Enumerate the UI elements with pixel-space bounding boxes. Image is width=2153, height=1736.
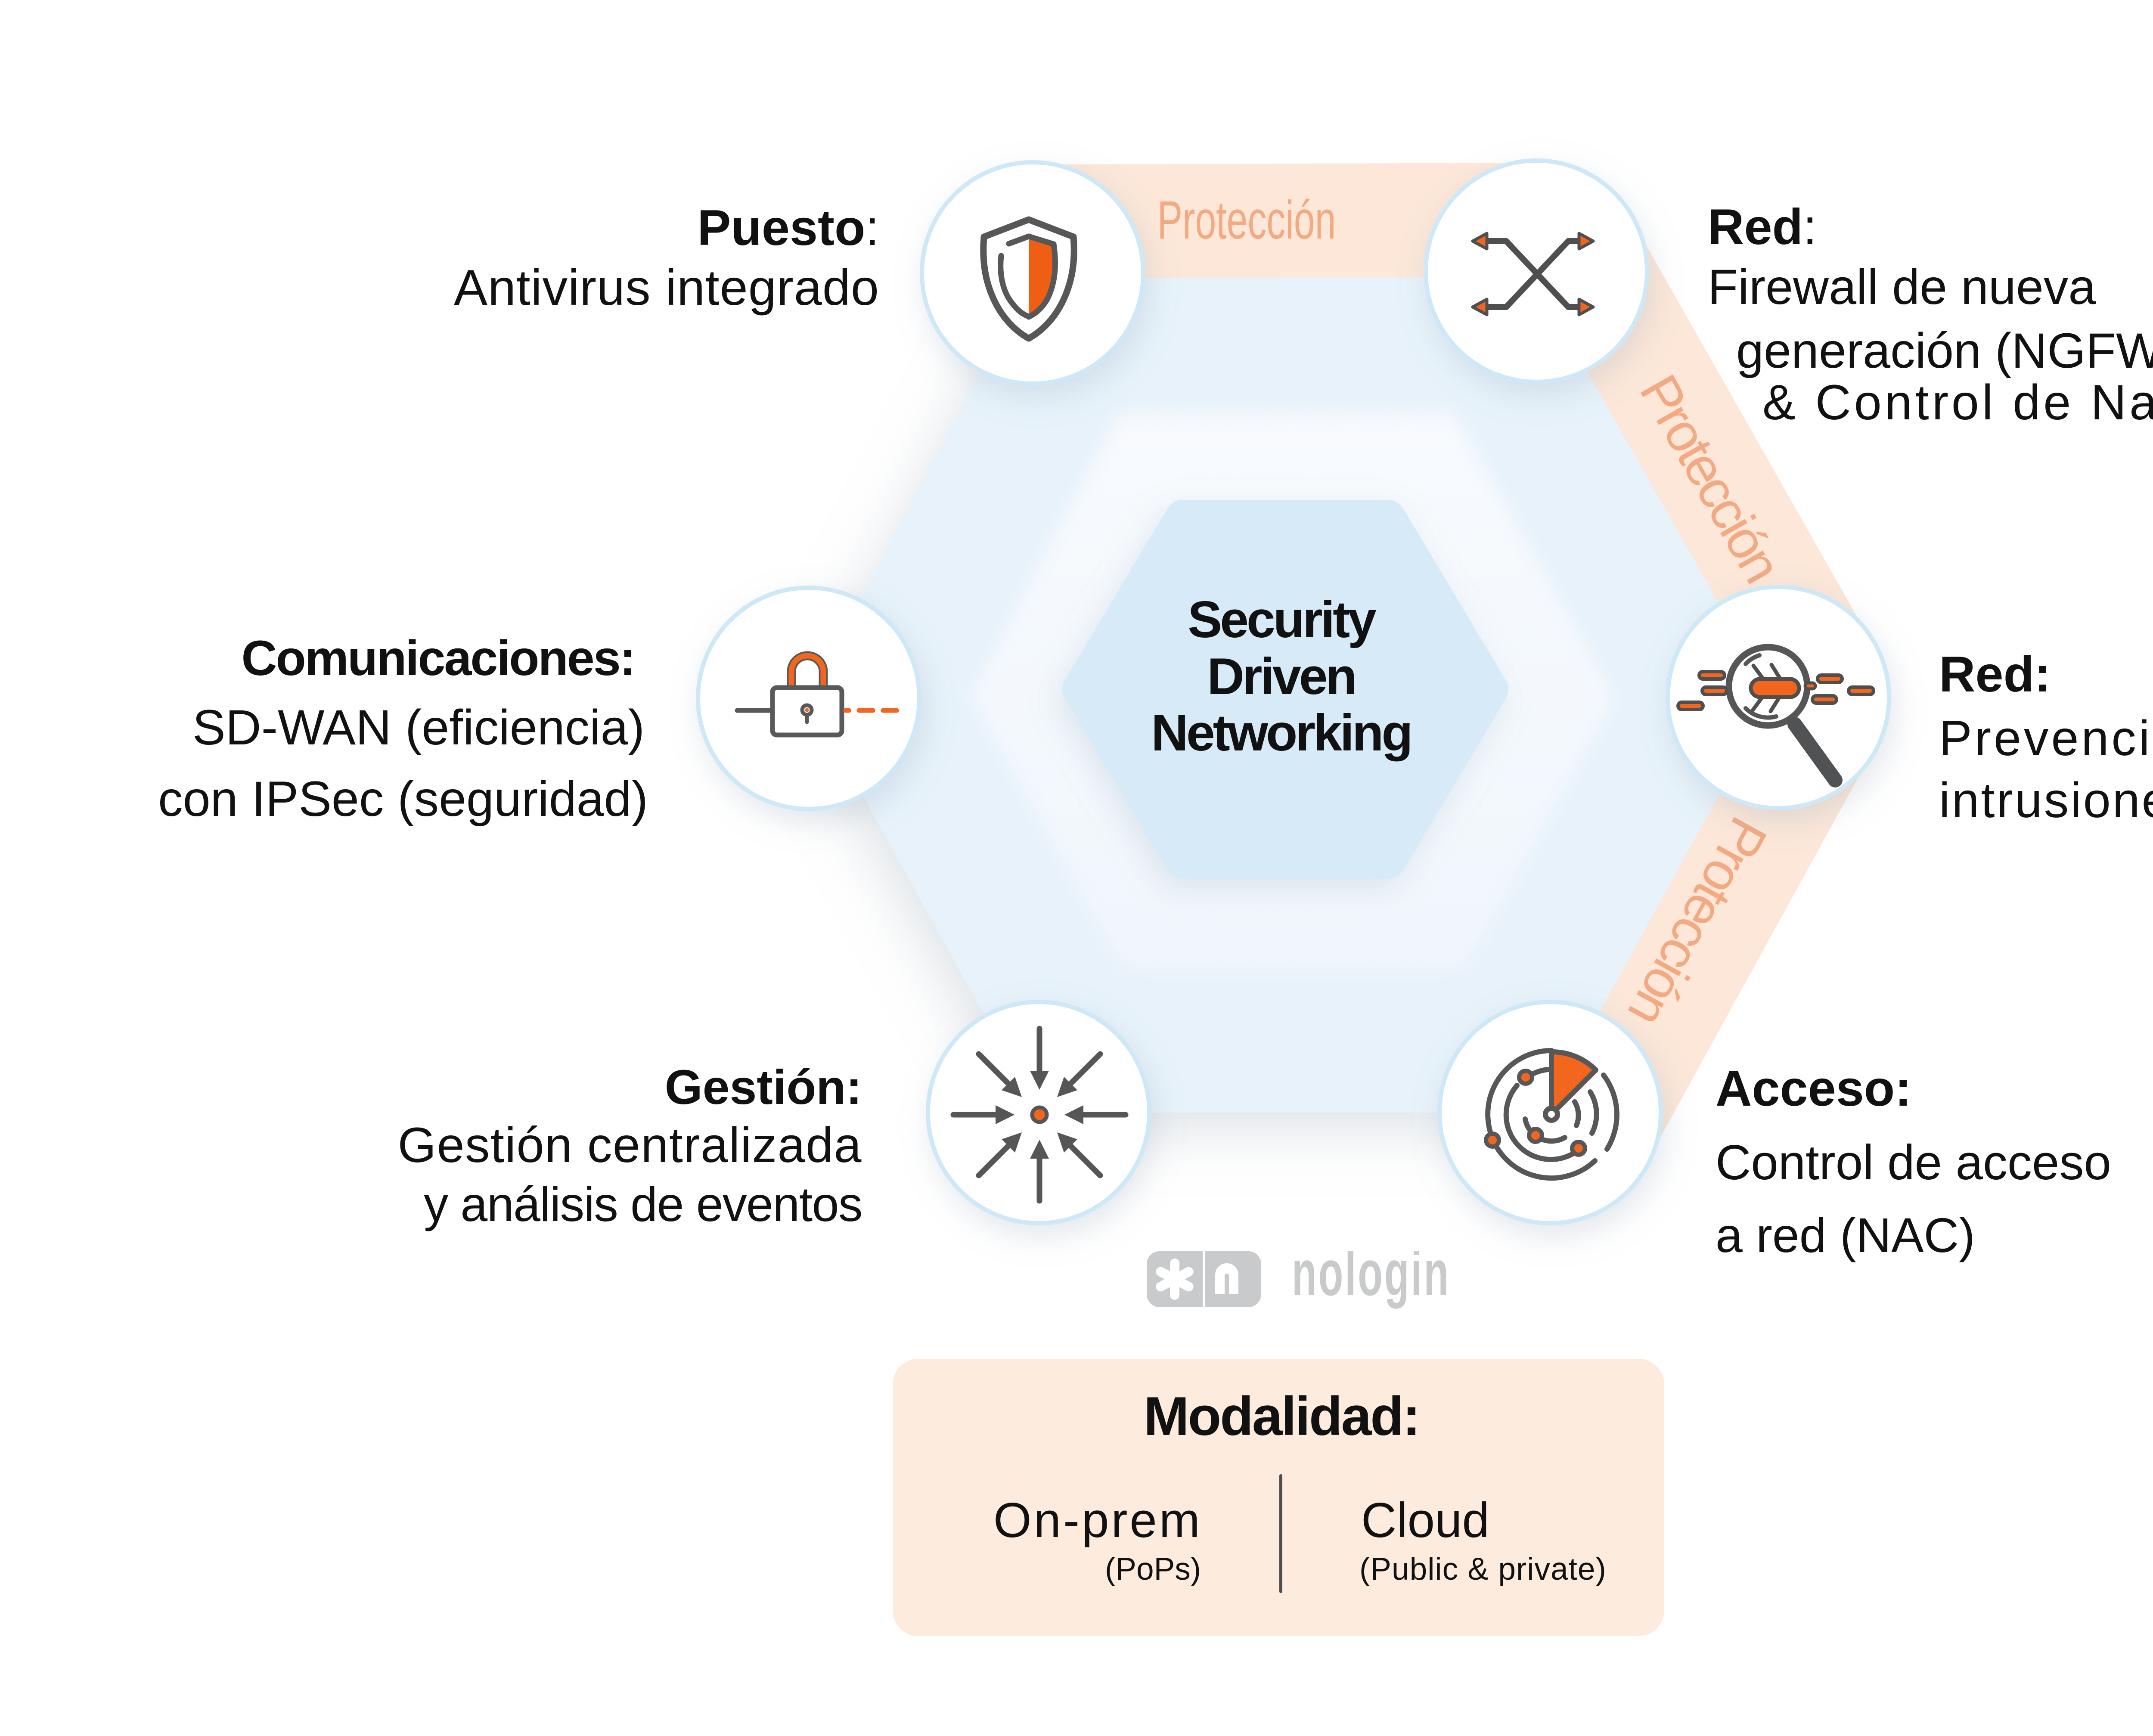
- svg-text:Protección: Protección: [1157, 190, 1336, 250]
- svg-text:nologin: nologin: [1292, 1251, 1450, 1309]
